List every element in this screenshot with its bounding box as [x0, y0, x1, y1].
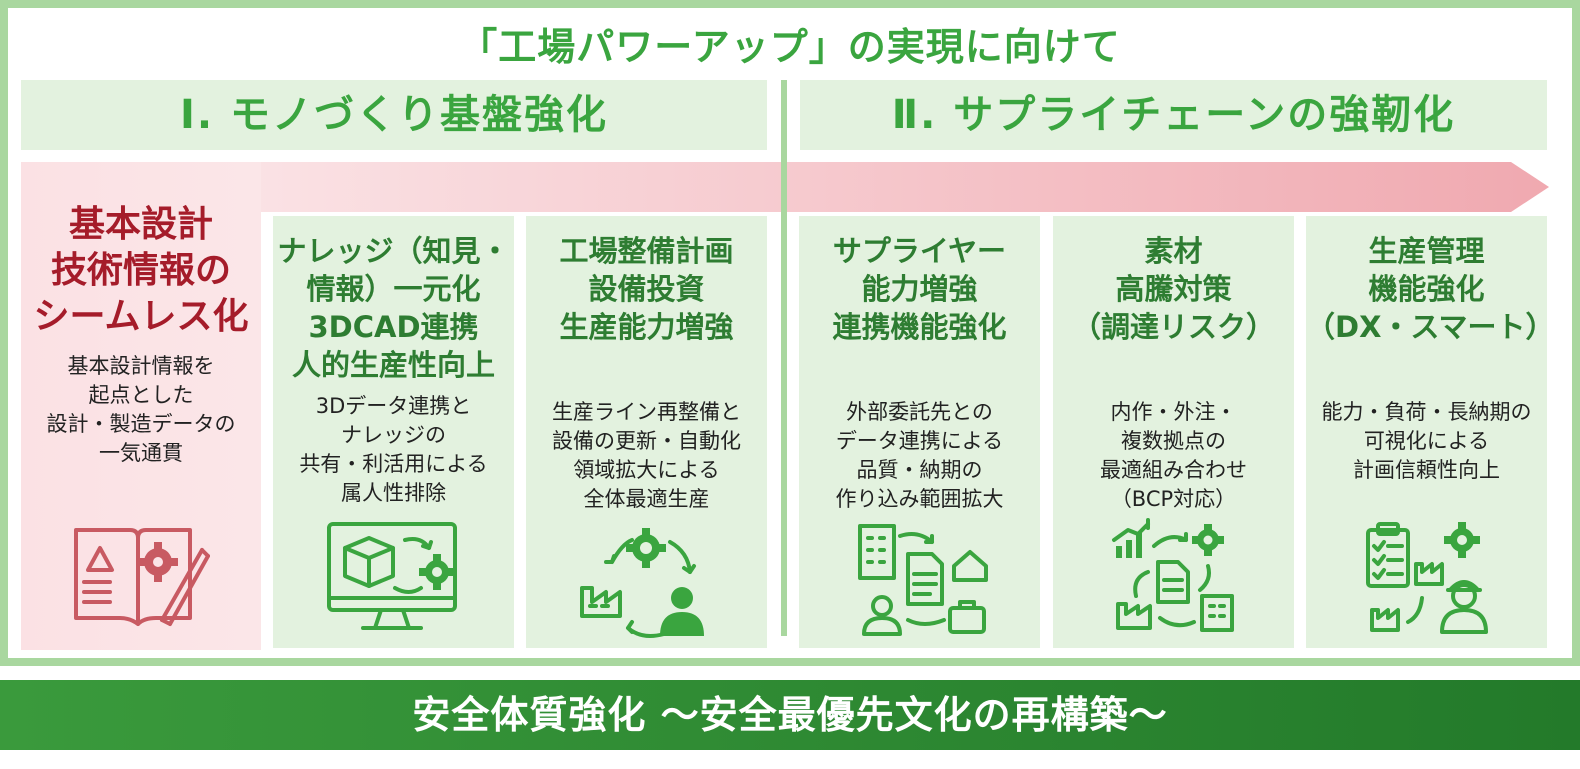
card-title: 素材 高騰対策 （調達リスク）: [1053, 232, 1294, 346]
card-title-line: 機能強化: [1368, 272, 1485, 306]
lead-title-line: 基本設計: [68, 204, 213, 245]
card-desc-line: 領域拡大による: [573, 458, 720, 482]
card-desc-line: 能力・負荷・長納期の: [1321, 400, 1532, 424]
pillar-header-supply-chain: Ⅱ. サプライチェーンの強靭化: [800, 80, 1547, 150]
building-document-person-icon: [858, 524, 988, 636]
card-desc-line: 品質・納期の: [856, 458, 983, 482]
card-title-line: 工場整備計画: [559, 234, 734, 268]
card-desc-line: 共有・利活用による: [299, 452, 488, 476]
card-desc-line: 可視化による: [1363, 429, 1490, 453]
pillar-header-manufacturing: Ⅰ. モノづくり基盤強化: [21, 80, 767, 150]
card-title-line: 生産管理: [1368, 234, 1485, 268]
card-title-line: サプライヤー: [832, 234, 1007, 268]
card-title: 生産管理 機能強化 （DX・スマート）: [1306, 232, 1555, 346]
design-document-icon: [74, 528, 210, 626]
card-desc-line: 外部委託先との: [846, 400, 993, 424]
lead-desc-line: 起点とした: [88, 383, 194, 407]
card-title-line: 設備投資: [588, 272, 705, 306]
card-title-line: 連携機能強化: [832, 310, 1007, 344]
card-title-line: （DX・スマート）: [1306, 310, 1555, 344]
safety-banner: 安全体質強化 ～安全最優先文化の再構築～: [0, 680, 1580, 750]
card-description: 外部委託先との データ連携による 品質・納期の 作り込み範囲拡大: [799, 398, 1040, 514]
card-materials: [1053, 216, 1294, 648]
card-desc-line: 設備の更新・自動化: [552, 429, 741, 453]
card-title-line: 人的生産性向上: [291, 348, 495, 382]
card-title-line: （調達リスク）: [1071, 310, 1275, 344]
card-desc-line: 属人性排除: [341, 481, 446, 505]
card-description: 内作・外注・ 複数拠点の 最適組み合わせ （BCP対応）: [1053, 398, 1294, 514]
card-desc-line: （BCP対応）: [1110, 487, 1237, 511]
card-description: 3Dデータ連携と ナレッジの 共有・利活用による 属人性排除: [273, 392, 514, 508]
card-factory-plan: [526, 216, 767, 648]
card-title: 工場整備計画 設備投資 生産能力増強: [526, 232, 767, 346]
card-desc-line: 3Dデータ連携と: [315, 394, 472, 418]
lead-desc-line: 一気通貫: [99, 441, 183, 465]
lead-description: 基本設計情報を 起点とした 設計・製造データの 一気通貫: [21, 352, 261, 468]
card-description: 生産ライン再整備と 設備の更新・自動化 領域拡大による 全体最適生産: [526, 398, 767, 514]
card-desc-line: 複数拠点の: [1121, 429, 1226, 453]
card-desc-line: 作り込み範囲拡大: [835, 487, 1004, 511]
lead-desc-line: 設計・製造データの: [46, 412, 236, 436]
card-desc-line: ナレッジの: [341, 423, 446, 447]
monitor-3d-icon: [327, 522, 457, 630]
card-desc-line: 内作・外注・: [1110, 400, 1237, 424]
card-desc-line: データ連携による: [835, 429, 1004, 453]
card-production-mgmt: [1306, 216, 1547, 648]
card-description: 能力・負荷・長納期の 可視化による 計画信頼性向上: [1306, 398, 1547, 485]
card-title: ナレッジ（知見・ 情報）一元化 3DCAD連携 人的生産性向上: [273, 232, 514, 384]
chart-document-factory-icon: [1112, 518, 1234, 632]
page-title: 「工場パワーアップ」の実現に向けて: [459, 25, 1121, 69]
pillar-divider: [781, 80, 787, 636]
card-desc-line: 生産ライン再整備と: [552, 400, 741, 424]
checklist-engineer-icon: [1366, 522, 1488, 634]
card-title-line: 能力増強: [861, 272, 978, 306]
lead-panel: [21, 162, 261, 650]
lead-title: 基本設計 技術情報の シームレス化: [21, 202, 261, 340]
card-desc-line: 計画信頼性向上: [1353, 458, 1500, 482]
card-title-line: 情報）一元化: [306, 272, 481, 306]
factory-gear-worker-icon: [580, 528, 704, 638]
card-title-line: 高騰対策: [1115, 272, 1232, 306]
lead-title-line: シームレス化: [33, 296, 249, 337]
card-title: サプライヤー 能力増強 連携機能強化: [799, 232, 1040, 346]
card-title-line: ナレッジ（知見・: [277, 234, 510, 268]
card-desc-line: 最適組み合わせ: [1100, 458, 1247, 482]
card-desc-line: 全体最適生産: [583, 487, 710, 511]
card-title-line: 生産能力増強: [559, 310, 734, 344]
card-title-line: 3DCAD連携: [308, 310, 479, 344]
lead-desc-line: 基本設計情報を: [67, 354, 215, 378]
card-title-line: 素材: [1144, 234, 1203, 268]
lead-title-line: 技術情報の: [50, 250, 231, 291]
